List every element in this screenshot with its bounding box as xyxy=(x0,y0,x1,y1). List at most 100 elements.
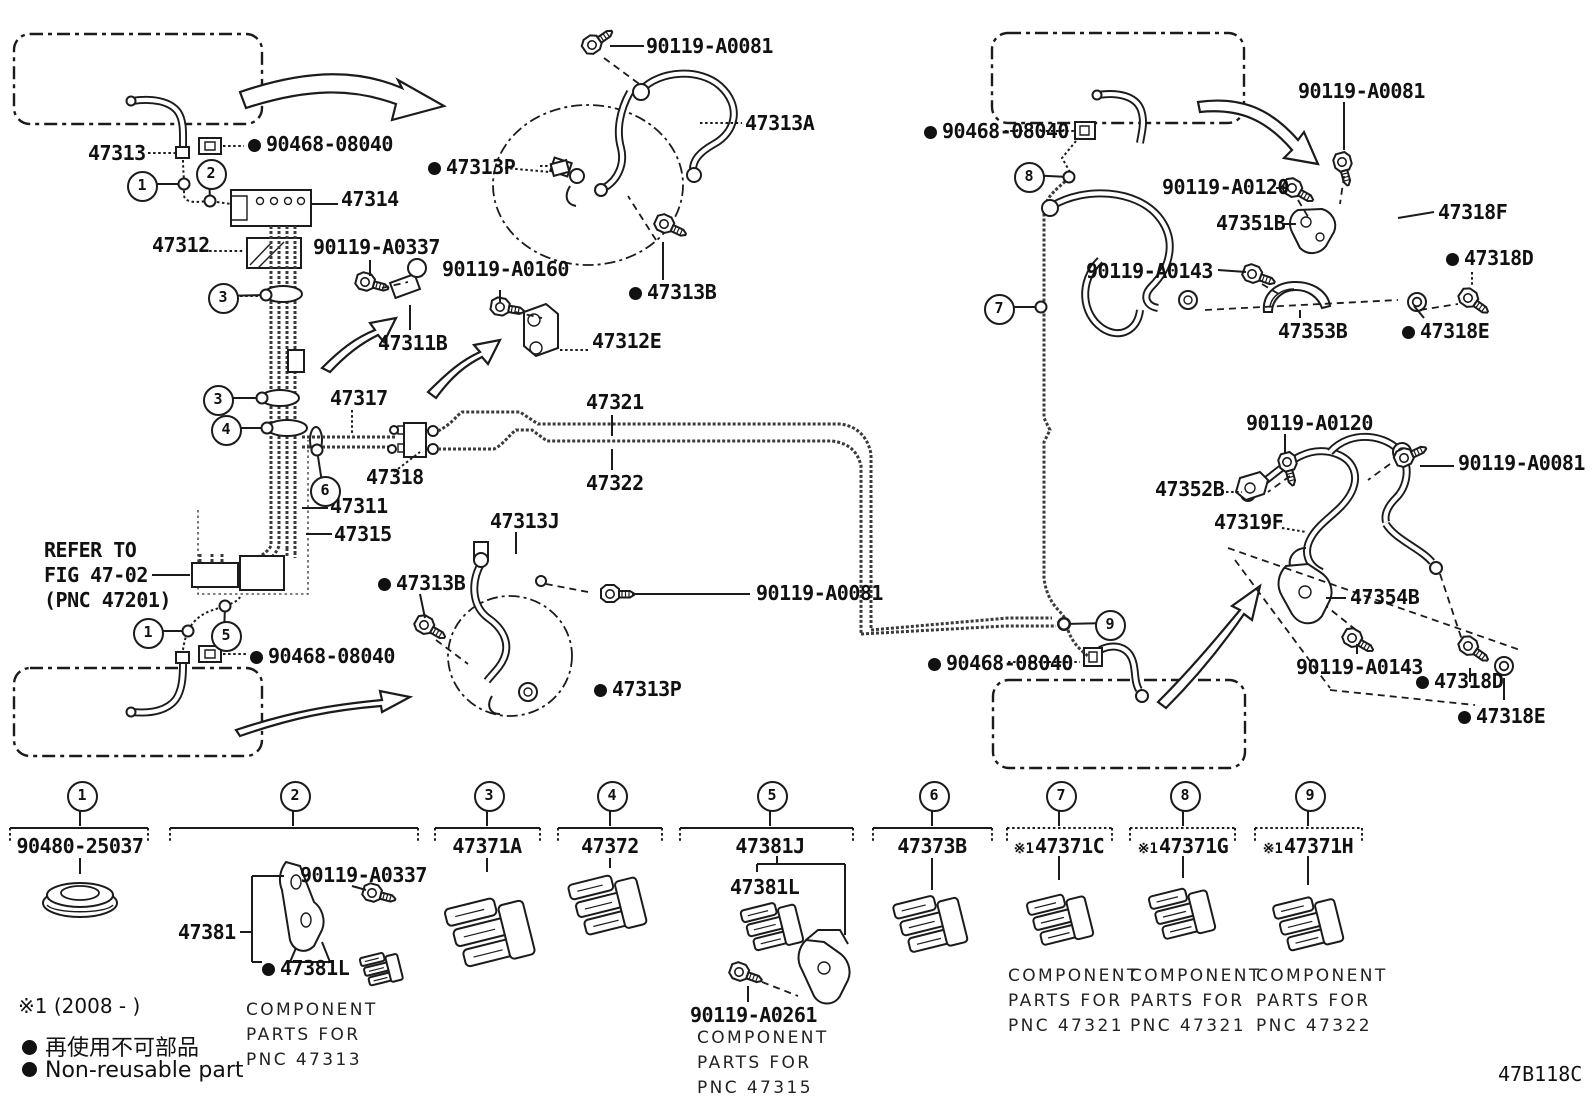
part-label-47313J: 47313J xyxy=(490,509,560,533)
legend-title-47381J: 47381J xyxy=(735,834,805,858)
leader-lines-solid xyxy=(148,46,1520,705)
part-label-47353B: 47353B xyxy=(1278,319,1348,343)
callout-circle-9: 9 xyxy=(1294,780,1326,812)
callout-circle-8: 8 xyxy=(1169,780,1201,812)
part-label-90119-A0081: 90119-A0081 xyxy=(1298,79,1425,103)
callout-circle-4: 4 xyxy=(210,414,242,446)
part-label-47315: 47315 xyxy=(334,522,392,546)
non-reusable-dot-icon xyxy=(1458,711,1471,724)
conditional-prefix: ※1 xyxy=(1013,841,1034,857)
conditional-prefix: ※1 xyxy=(1262,841,1283,857)
non-reusable-dot-icon xyxy=(1416,676,1429,689)
refer-line-1: REFER TO xyxy=(44,538,137,562)
hose-assembly-47318f xyxy=(1042,149,1494,333)
part-label-90119-A0081: 90119-A0081 xyxy=(1458,451,1585,475)
part-label-90119-A0143: 90119-A0143 xyxy=(1086,259,1213,283)
callout-circle-2: 2 xyxy=(279,780,311,812)
legend-component-note: PARTS FOR xyxy=(1130,991,1245,1011)
part-label-47317: 47317 xyxy=(330,386,388,410)
non-reusable-dot-icon xyxy=(262,963,275,976)
legend-title-47371G: ※147371G xyxy=(1137,834,1229,858)
part-label-47313B: 47313B xyxy=(629,281,717,303)
part-label-47318E: 47318E xyxy=(1458,705,1546,727)
part-label-47318D: 47318D xyxy=(1446,247,1534,269)
footnote-nonreusable-en: Non-reusable part xyxy=(22,1058,244,1083)
body-outline-top-left xyxy=(14,34,262,204)
tube-bundle xyxy=(192,190,322,594)
part-label-47313A: 47313A xyxy=(745,111,815,135)
part-label-90119-A0143: 90119-A0143 xyxy=(1296,655,1423,679)
part-label-47314: 47314 xyxy=(341,187,399,211)
callout-circle-4: 4 xyxy=(596,780,628,812)
non-reusable-dot-icon xyxy=(1446,253,1459,266)
clamp-47371h-icon xyxy=(1271,890,1345,957)
non-reusable-dot-icon xyxy=(378,578,391,591)
part-label-47322: 47322 xyxy=(586,471,644,495)
refer-line-3: (PNC 47201) xyxy=(44,588,171,612)
nonreusable-dot-icon xyxy=(22,1040,37,1055)
callout-circle-5: 5 xyxy=(756,780,788,812)
callout-circle-6: 6 xyxy=(918,780,950,812)
footnote-condition: ※1 (2008 - ) xyxy=(18,994,141,1018)
bracket-47381-icon xyxy=(240,862,404,989)
legend-component-note: PNC 47321 xyxy=(1008,1016,1124,1036)
callout-circle-3: 3 xyxy=(202,384,234,416)
part-label-47311: 47311 xyxy=(330,494,388,518)
part-label-47318F: 47318F xyxy=(1438,200,1508,224)
legend-title-47371C: ※147371C xyxy=(1013,834,1105,858)
legend-component-note: PNC 47315 xyxy=(697,1078,813,1098)
part-label-47318: 47318 xyxy=(366,465,424,489)
part-label-90119-A0081: 90119-A0081 xyxy=(646,34,773,58)
callout-circle-7: 7 xyxy=(983,293,1015,325)
part-label-47381L: 47381L xyxy=(262,957,350,979)
non-reusable-dot-icon xyxy=(928,658,941,671)
clamp-47372-icon xyxy=(566,868,649,941)
part-label-90468-08040: 90468-08040 xyxy=(924,120,1069,142)
non-reusable-dot-icon xyxy=(594,684,607,697)
part-label-47313: 47313 xyxy=(88,141,146,165)
clamp-47371a-icon xyxy=(442,889,537,974)
legend-component-note: COMPONENT xyxy=(1008,966,1140,986)
legend-component-note: PNC 47321 xyxy=(1130,1016,1246,1036)
part-label-47313P: 47313P xyxy=(428,156,516,178)
part-label-90119-A0120: 90119-A0120 xyxy=(1162,175,1289,199)
sensor-47311b xyxy=(353,259,426,298)
callout-circle-7: 7 xyxy=(1045,780,1077,812)
callout-leader-lines xyxy=(140,172,1108,637)
legend-title-47371H: ※147371H xyxy=(1262,834,1354,858)
hose-assembly-47319f xyxy=(1236,437,1514,676)
part-label-47354B: 47354B xyxy=(1350,585,1420,609)
callout-circle-2: 2 xyxy=(195,158,227,190)
clamp-47381j-icons xyxy=(726,856,850,1004)
legend-bracket-lines xyxy=(10,808,1362,843)
non-reusable-dot-icon xyxy=(250,651,263,664)
clamp-47371g-icon xyxy=(1147,882,1217,945)
legend-component-note: COMPONENT xyxy=(246,1000,378,1020)
part-label-90119-A0160: 90119-A0160 xyxy=(442,257,569,281)
body-outline-top-right xyxy=(992,33,1244,172)
legend-title-47372: 47372 xyxy=(581,834,639,858)
part-label-47381: 47381 xyxy=(178,920,236,944)
legend-title-90480-25037: 90480-25037 xyxy=(16,834,144,858)
part-label-90468-08040: 90468-08040 xyxy=(250,645,395,667)
refer-note: REFER TO FIG 47-02 (PNC 47201) xyxy=(44,538,171,613)
footnote-nonreusable-jp: 再使用不可部品 xyxy=(22,1030,199,1062)
part-label-90119-A0337: 90119-A0337 xyxy=(313,235,440,259)
hose-assembly-47313j xyxy=(411,542,635,716)
non-reusable-dot-icon xyxy=(1402,326,1415,339)
figure-code: 47B118C xyxy=(1498,1062,1583,1086)
part-label-47312: 47312 xyxy=(152,233,210,257)
legend-component-note: PARTS FOR xyxy=(697,1053,812,1073)
part-label-47381L: 47381L xyxy=(730,875,800,899)
legend-icons xyxy=(42,856,1345,1004)
callout-circle-9: 9 xyxy=(1094,609,1126,641)
part-label-47321: 47321 xyxy=(586,390,644,414)
direction-arrows xyxy=(236,74,1318,736)
nonreusable-dot-icon xyxy=(22,1062,37,1077)
part-label-90119-A0120: 90119-A0120 xyxy=(1246,411,1373,435)
top-left-part-47313 xyxy=(551,160,570,176)
non-reusable-dot-icon xyxy=(924,126,937,139)
legend-component-note: COMPONENT xyxy=(1130,966,1262,986)
